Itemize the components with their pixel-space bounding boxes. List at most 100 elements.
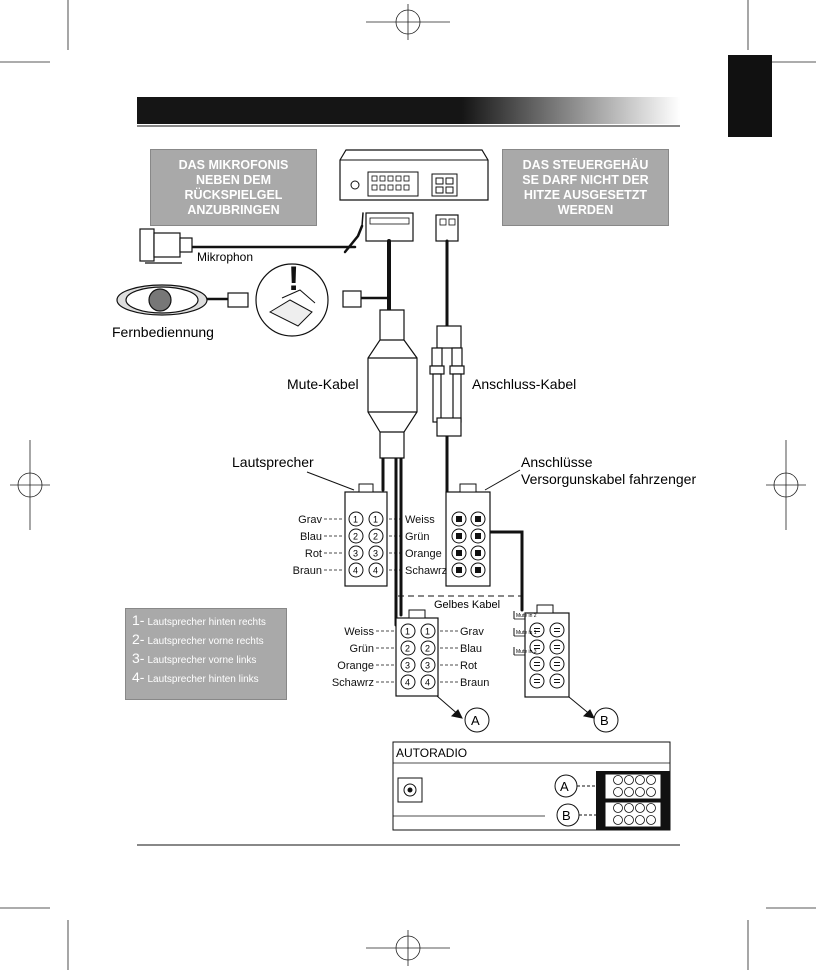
mute-label: Mute in 2 [516, 613, 537, 619]
pin-number: 3 [373, 549, 378, 559]
pin [529, 622, 545, 638]
b-indicator [568, 696, 619, 733]
pin [400, 640, 416, 656]
connect-cable-tube [429, 325, 465, 437]
wire-color-label: Schawrz [332, 677, 374, 689]
wire-color-label: Schawrz [405, 565, 447, 577]
pin-number: 1 [373, 515, 378, 525]
radio-pin [646, 815, 656, 825]
wire-color-label: Weiss [344, 626, 374, 638]
mute-label: Mute in 1 [516, 630, 537, 636]
mic-note-line-3: RÜCKSPIELGEL [184, 187, 283, 202]
pin [420, 674, 436, 690]
pin-number: 1 [353, 515, 358, 525]
b-label: B [600, 713, 609, 728]
pin [420, 640, 436, 656]
pin [400, 657, 416, 673]
header-gradient [462, 97, 680, 124]
pin [420, 657, 436, 673]
wire-color-label: Orange [405, 548, 442, 560]
pin [549, 673, 565, 689]
speaker-legend: 1-Lautsprecher hinten rechts 2-Lautsprec… [125, 608, 287, 700]
wire-color-label: Weiss [405, 514, 435, 526]
pin [529, 639, 545, 655]
a-indicator [436, 695, 490, 733]
mute-cable-label: Mute-Kabel [287, 376, 359, 392]
speakers-label: Lautsprecher [232, 454, 314, 470]
pin [368, 511, 384, 527]
pin-number: 4 [425, 678, 430, 688]
power-cable-label: Versorgunskabel fahrzenger [521, 471, 696, 487]
page-side-tab [728, 55, 772, 137]
unit-note-line-3: HITZE AUSGESETZT [523, 187, 648, 202]
radio-pin [624, 775, 634, 785]
radio-pin [613, 775, 623, 785]
pin-contact [456, 567, 462, 573]
wire-color-label: Rot [460, 660, 477, 672]
pin-number: 4 [373, 566, 378, 576]
radio-title: AUTORADIO [396, 746, 467, 760]
pin-number: 1 [425, 627, 430, 637]
remote-label: Fernbediennung [112, 324, 214, 340]
pin-number: 3 [353, 549, 358, 559]
wire-color-label: Grün [405, 531, 429, 543]
pin [368, 545, 384, 561]
control-unit [339, 149, 489, 201]
control-unit-note: DAS STEUERGEHÄU SE DARF NICHT DER HITZE … [502, 149, 669, 226]
pin-number: 4 [405, 678, 410, 688]
pin-contact [475, 567, 481, 573]
wire-color-label: Braun [293, 565, 322, 577]
microphone-label: Mikrophon [197, 250, 253, 264]
microphone-note: DAS MIKROFONIS NEBEN DEM RÜCKSPIELGEL AN… [150, 149, 317, 226]
wire-color-label: Grav [460, 626, 484, 638]
pin [420, 623, 436, 639]
car-radio [392, 741, 671, 831]
header-bar [137, 97, 462, 124]
wire-color-label: Braun [460, 677, 489, 689]
pin [348, 528, 364, 544]
wire-color-label: Orange [337, 660, 374, 672]
pin-contact [475, 533, 481, 539]
warning-inset: ! [255, 260, 329, 337]
radio-pin [646, 803, 656, 813]
pin [549, 639, 565, 655]
radio-pin [635, 775, 645, 785]
pin [348, 545, 364, 561]
radio-pin [624, 787, 634, 797]
power-connector [445, 483, 491, 587]
pin-contact [456, 533, 462, 539]
pin-number: 2 [353, 532, 358, 542]
pin-number: 4 [353, 566, 358, 576]
pin-contact [456, 516, 462, 522]
radio-a-label: A [560, 779, 569, 794]
radio-pin [646, 775, 656, 785]
wire-color-label: Grav [298, 514, 322, 526]
pin [368, 562, 384, 578]
legend-item: 4-Lautsprecher hinten links [132, 669, 259, 685]
pin-contact [475, 516, 481, 522]
pin-number: 3 [405, 661, 410, 671]
mic-note-line-4: ANZUBRINGEN [187, 202, 280, 217]
mute-cable-tube [367, 309, 418, 459]
radio-pin [646, 787, 656, 797]
pin [400, 674, 416, 690]
pin [549, 622, 565, 638]
legend-item: 1-Lautsprecher hinten rechts [132, 612, 266, 628]
mic-note-line-2: NEBEN DEM [195, 172, 271, 187]
radio-pin [635, 787, 645, 797]
pin-number: 1 [405, 627, 410, 637]
pin [549, 656, 565, 672]
unit-note-line-2: SE DARF NICHT DER [522, 172, 649, 187]
unit-note-line-1: DAS STEUERGEHÄU [522, 157, 649, 172]
a-label: A [471, 713, 480, 728]
connect-cable-label: Anschluss-Kabel [472, 376, 576, 392]
pin [529, 656, 545, 672]
pin [529, 673, 545, 689]
unit-note-line-4: WERDEN [557, 202, 614, 217]
main-plug [365, 212, 414, 242]
radio-pin [613, 787, 623, 797]
wire-color-label: Blau [300, 531, 322, 543]
